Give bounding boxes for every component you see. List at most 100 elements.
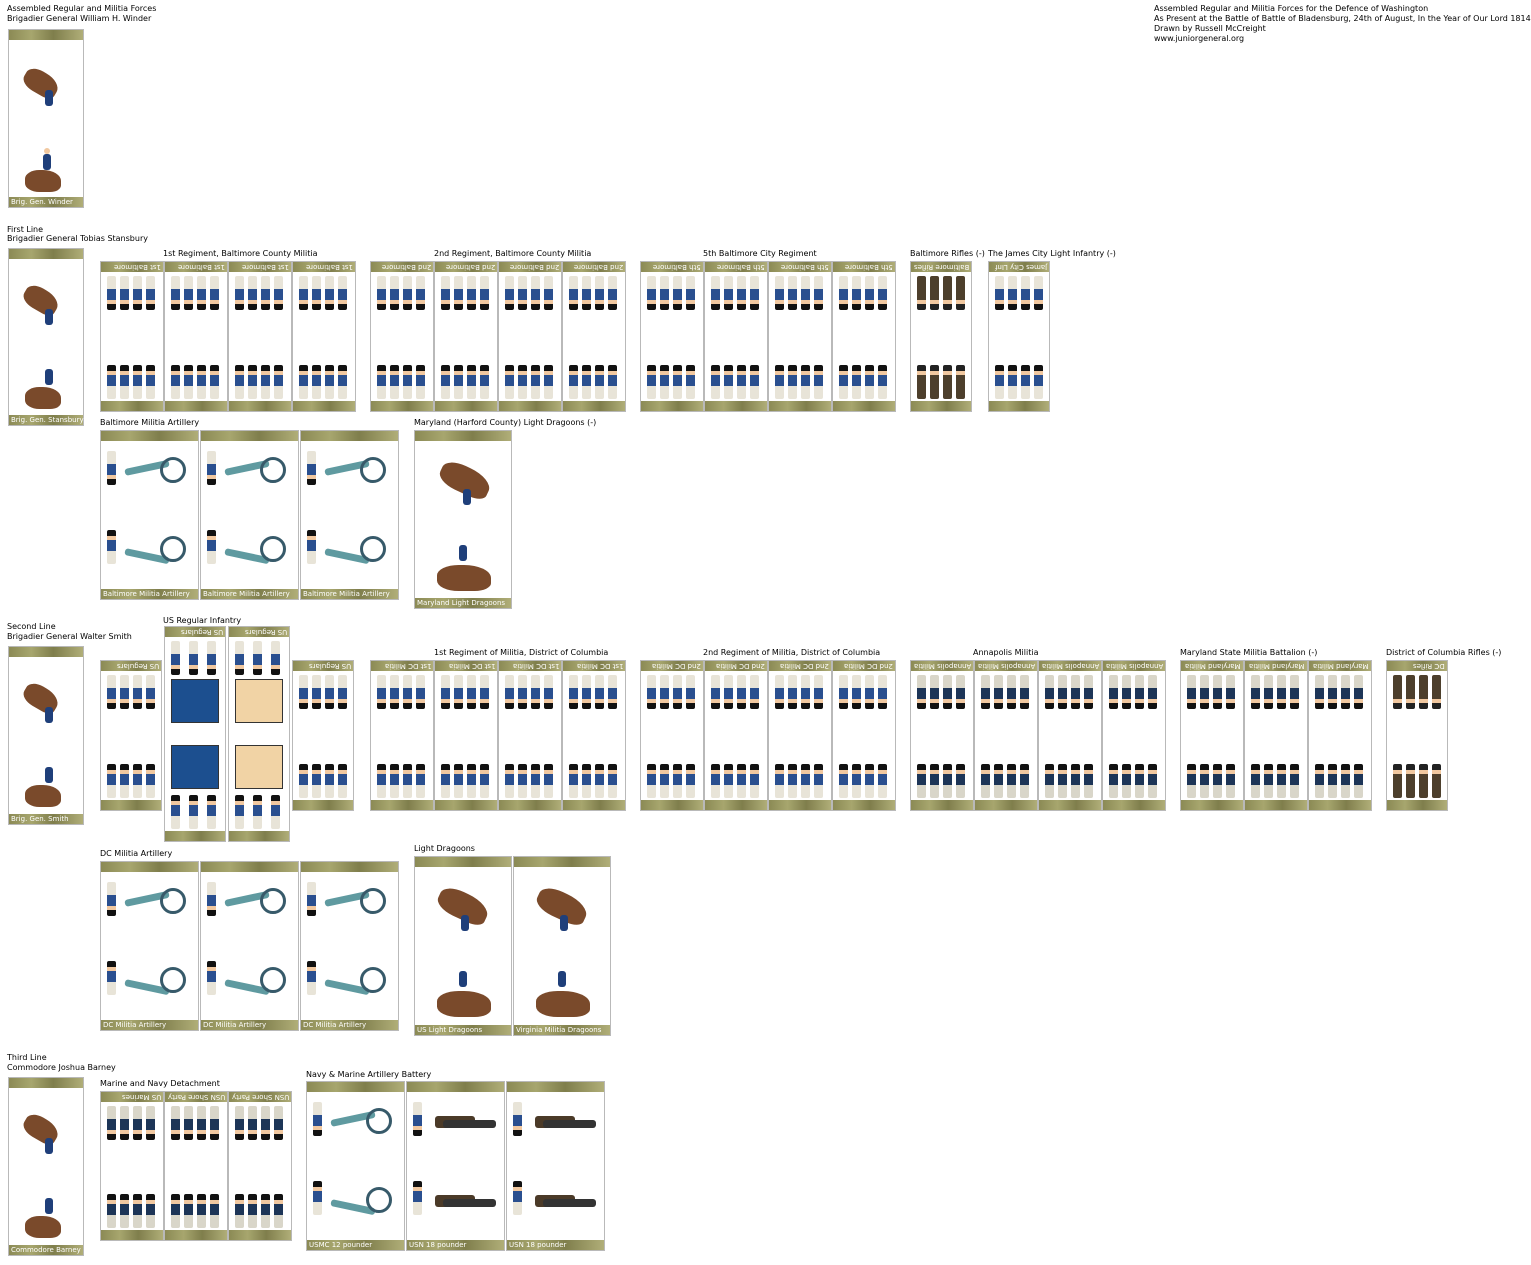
soldier-icon	[981, 675, 990, 709]
first-line-title: First Line	[7, 225, 44, 234]
unit-stand-card[interactable]: 1st DC Militia	[370, 660, 434, 811]
horse-icon	[25, 170, 61, 192]
unit-stand-card[interactable]: Baltimore Rifles	[910, 261, 972, 412]
cannon-wheel-icon	[160, 888, 186, 914]
soldier-icon	[120, 1106, 129, 1140]
general-card-stansbury[interactable]: Brig. Gen. Stansbury	[8, 248, 84, 426]
artillery-stand-card[interactable]: DC Militia Artillery	[300, 861, 399, 1031]
gunner-icon	[107, 961, 116, 995]
unit-stand-card[interactable]: Maryland Militia	[1180, 660, 1244, 811]
artillery-stand-card[interactable]: Baltimore Militia Artillery	[100, 430, 199, 600]
soldier-icon	[505, 764, 514, 798]
card-base-strip	[769, 800, 831, 810]
soldier-icon	[480, 675, 489, 709]
unit-stand-card[interactable]: Annapolis Militia	[974, 660, 1038, 811]
unit-stand-card[interactable]: DC Rifles	[1386, 660, 1448, 811]
soldier-icon	[1251, 675, 1260, 709]
soldier-icon	[569, 764, 578, 798]
general-card-smith[interactable]: Brig. Gen. Smith	[8, 646, 84, 825]
dragoon-card[interactable]: US Light Dragoons	[414, 856, 512, 1036]
unit-stand-card[interactable]: 5th Baltimore	[704, 261, 768, 412]
card-base-strip	[165, 401, 227, 411]
unit-stand-card[interactable]: 2nd Baltimore	[498, 261, 562, 412]
soldier-icon	[775, 675, 784, 709]
sheet-website[interactable]: www.juniorgeneral.org	[1154, 34, 1245, 43]
soldier-icon	[814, 675, 823, 709]
soldier-icon	[930, 365, 939, 399]
general-card-barney[interactable]: Commodore Barney	[8, 1077, 84, 1256]
unit-stand-card[interactable]: Maryland Militia	[1244, 660, 1308, 811]
unit-stand-card[interactable]: USN Shore Party	[228, 1091, 292, 1241]
unit-stand-card[interactable]: Annapolis Militia	[1102, 660, 1166, 811]
unit-stand-card[interactable]: 1st DC Militia	[434, 660, 498, 811]
soldier-icon	[403, 276, 412, 310]
unit-stand-card[interactable]: 2nd DC Militia	[832, 660, 896, 811]
cannon-wheel-icon	[260, 888, 286, 914]
card-tab-strip: US Regulars	[165, 627, 225, 637]
unit-stand-card[interactable]: 1st Baltimore	[100, 261, 164, 412]
unit-stand-card[interactable]: Annapolis Militia	[910, 660, 974, 811]
artillery-stand-card[interactable]: Baltimore Militia Artillery	[200, 430, 299, 600]
unit-stand-card[interactable]: 1st DC Militia	[498, 660, 562, 811]
unit-stand-card[interactable]: 1st Baltimore	[164, 261, 228, 412]
soldier-icon	[1021, 365, 1030, 399]
soldier-icon	[994, 675, 1003, 709]
battery-title: Navy & Marine Artillery Battery	[306, 1070, 432, 1079]
artillery-stand-card[interactable]: USMC 12 pounder	[306, 1081, 405, 1251]
card-base-strip	[371, 401, 433, 411]
artillery-label: Baltimore Militia Artillery	[103, 590, 190, 598]
soldier-icon	[1200, 764, 1209, 798]
card-tab-strip: 5th Baltimore	[641, 262, 703, 272]
artillery-stand-card[interactable]: DC Militia Artillery	[100, 861, 199, 1031]
general-card-winder[interactable]: Brig. Gen. Winder	[8, 29, 84, 208]
artillery-stand-card[interactable]: USN 18 pounder	[406, 1081, 505, 1251]
dragoon-card-maryland[interactable]: Maryland Light Dragoons	[414, 430, 512, 609]
general-label: Commodore Barney	[11, 1246, 81, 1254]
unit-stand-card[interactable]: 2nd Baltimore	[434, 261, 498, 412]
cannon-wheel-icon	[160, 536, 186, 562]
soldier-icon	[210, 1194, 219, 1228]
horse-icon	[25, 785, 61, 807]
unit-stand-card[interactable]: USN Shore Party	[164, 1091, 228, 1241]
artillery-stand-card[interactable]: Baltimore Militia Artillery	[300, 430, 399, 600]
unit-stand-card[interactable]: US Regulars	[292, 660, 354, 811]
cannon-wheel-icon	[360, 888, 386, 914]
unit-stand-card[interactable]: 2nd Baltimore	[562, 261, 626, 412]
cannon-wheel-icon	[160, 457, 186, 483]
artillery-stand-card[interactable]: USN 18 pounder	[506, 1081, 605, 1251]
unit-stand-card[interactable]: 5th Baltimore	[640, 261, 704, 412]
unit-stand-card[interactable]: 2nd DC Militia	[640, 660, 704, 811]
unit-stand-card[interactable]: US Marines	[100, 1091, 164, 1241]
unit-tab-label: Annapolis Militia	[977, 662, 1035, 670]
unit-tab-label: USN Shore Party	[231, 1093, 289, 1101]
dragoon-card[interactable]: Virginia Militia Dragoons	[513, 856, 611, 1036]
unit-stand-card[interactable]: Maryland Militia	[1308, 660, 1372, 811]
soldier-icon	[253, 795, 262, 829]
soldier-icon	[917, 764, 926, 798]
soldier-icon	[274, 1106, 283, 1140]
soldier-icon	[454, 764, 463, 798]
card-tab-strip: Maryland Militia	[1181, 661, 1243, 671]
soldier-icon	[518, 276, 527, 310]
unit-tab-label: Maryland Militia	[1249, 662, 1305, 670]
unit-stand-card[interactable]: 2nd DC Militia	[768, 660, 832, 811]
gunner-icon	[207, 882, 216, 916]
unit-stand-card[interactable]: 2nd DC Militia	[704, 660, 768, 811]
artillery-stand-card[interactable]: DC Militia Artillery	[200, 861, 299, 1031]
unit-stand-card[interactable]: 5th Baltimore	[768, 261, 832, 412]
unit-stand-card[interactable]: US Regulars	[100, 660, 162, 811]
soldier-icon	[107, 1106, 116, 1140]
unit-stand-card[interactable]: 2nd Baltimore	[370, 261, 434, 412]
unit-stand-card[interactable]: James City LInf	[988, 261, 1050, 412]
card-label-strip: Virginia Militia Dragoons	[514, 1025, 610, 1035]
gunner-icon	[207, 530, 216, 564]
color-party-card[interactable]: US Regulars	[228, 626, 290, 842]
soldier-icon	[146, 1194, 155, 1228]
unit-stand-card[interactable]: 1st Baltimore	[228, 261, 292, 412]
unit-stand-card[interactable]: 1st DC Militia	[562, 660, 626, 811]
soldier-icon	[531, 276, 540, 310]
color-party-card[interactable]: US Regulars	[164, 626, 226, 842]
unit-stand-card[interactable]: Annapolis Militia	[1038, 660, 1102, 811]
unit-stand-card[interactable]: 5th Baltimore	[832, 261, 896, 412]
unit-stand-card[interactable]: 1st Baltimore	[292, 261, 356, 412]
